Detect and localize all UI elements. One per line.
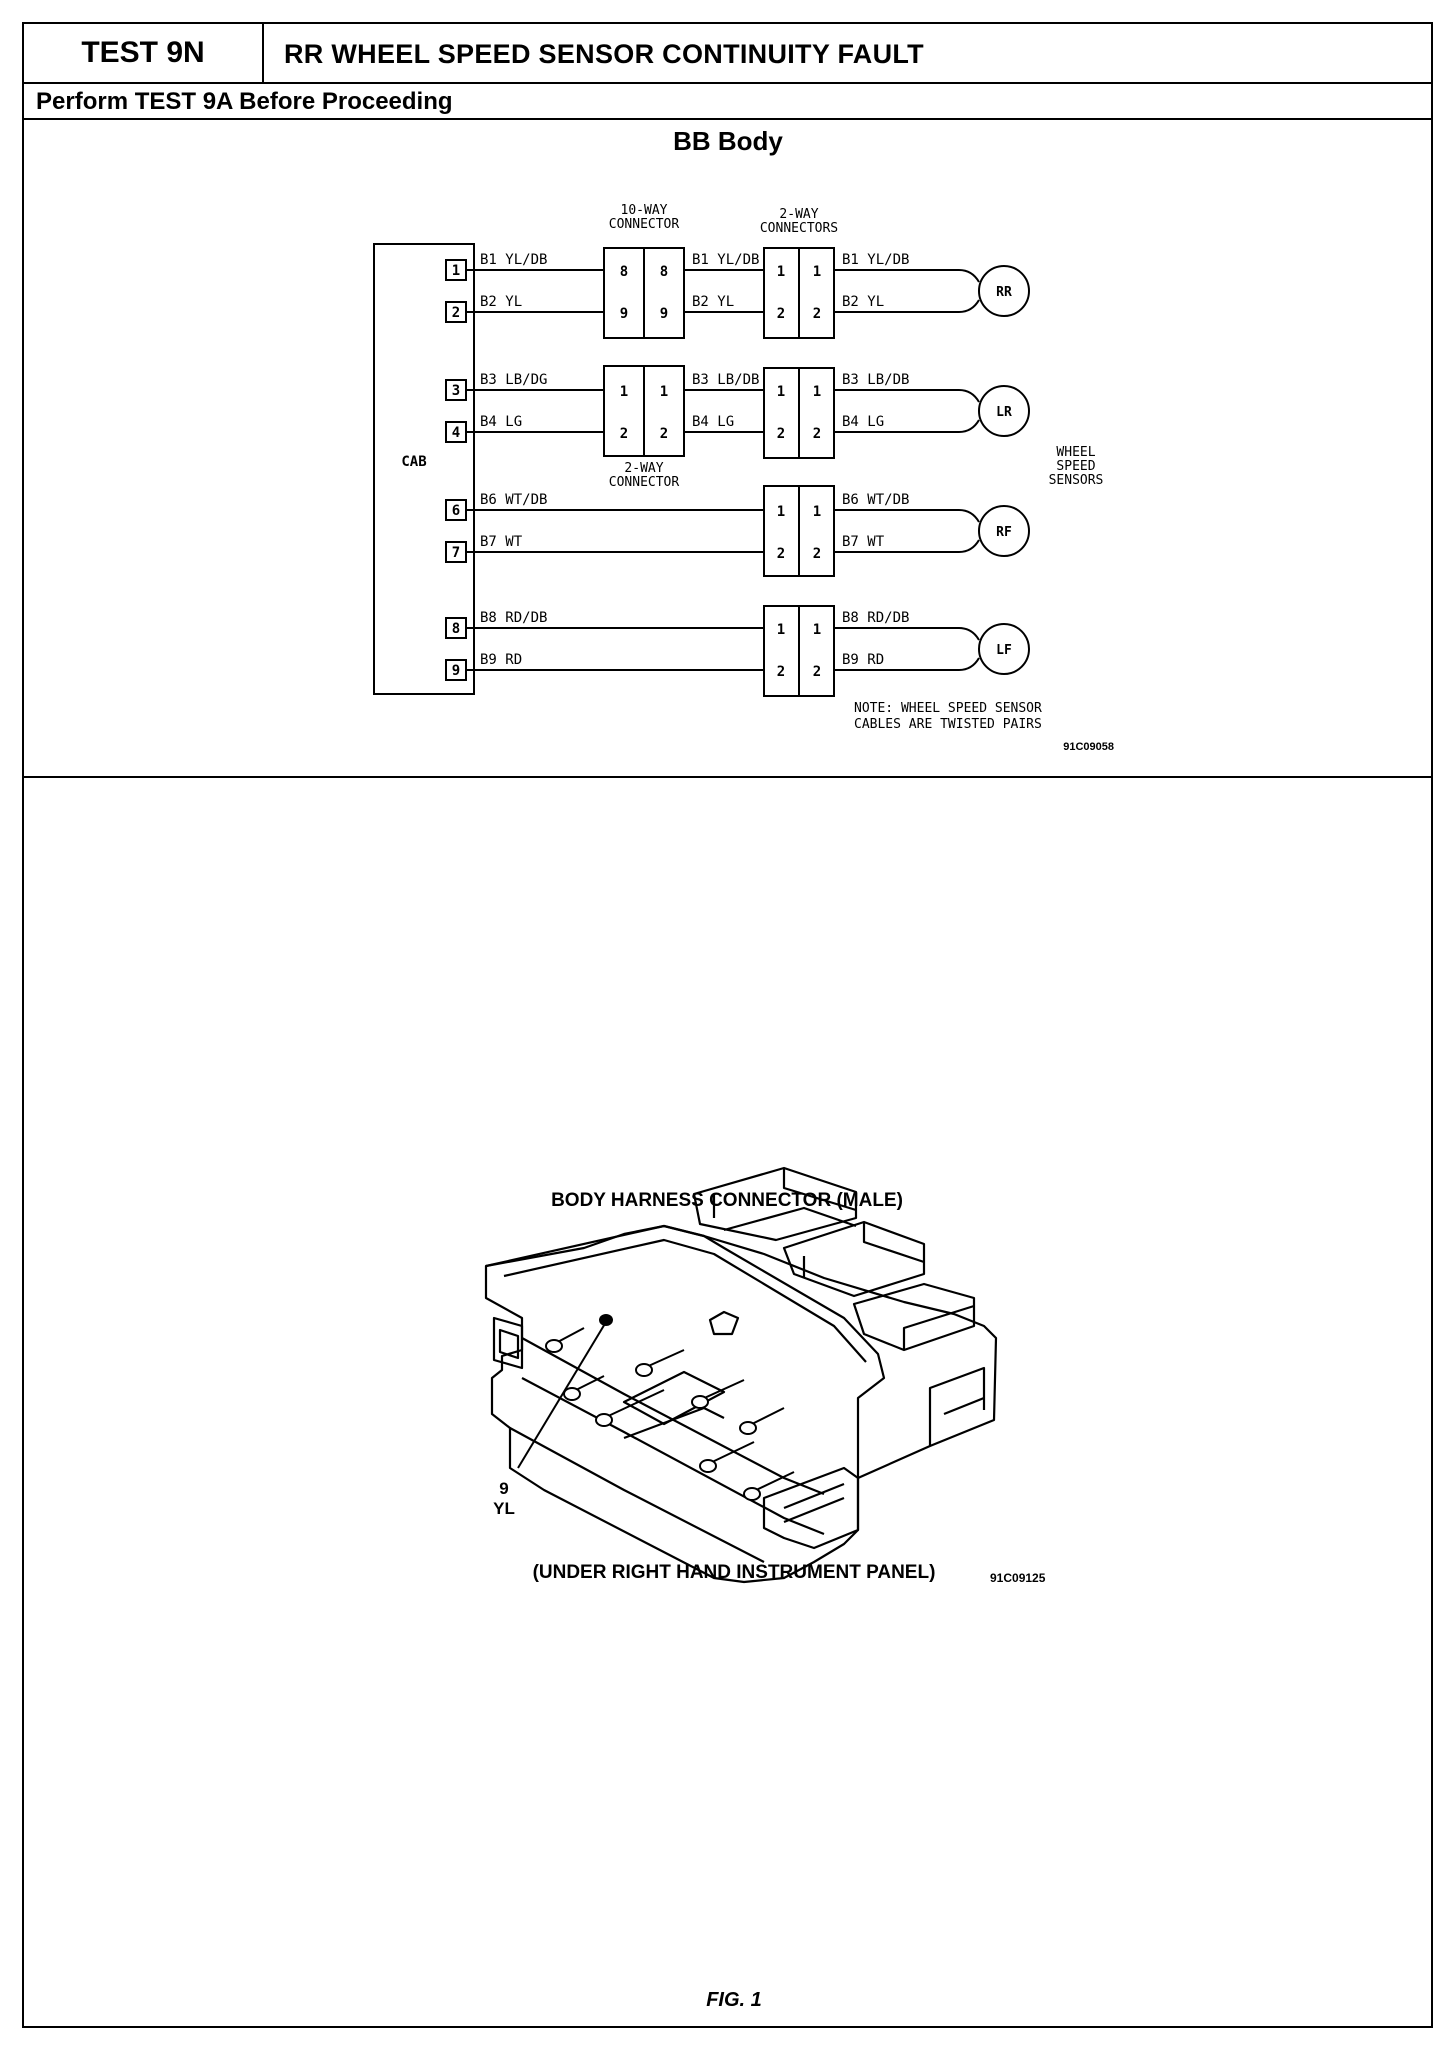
cab-label: CAB bbox=[401, 454, 426, 470]
connector-pin: 2 bbox=[660, 426, 668, 442]
sensors-group-label: SPEED bbox=[1056, 459, 1095, 474]
wire-label: B4 LG bbox=[842, 414, 884, 430]
sensor-label: LF bbox=[996, 643, 1012, 658]
test-number: TEST 9N bbox=[24, 24, 264, 82]
sensors-group-label: WHEEL bbox=[1056, 445, 1095, 460]
connector-figure-panel: BODY HARNESS CONNECTOR (MALE) bbox=[24, 778, 1431, 2028]
wiring-schematic-panel: BB Body CAB 1 2 3 4 6 7 8 9 10-WAY CONNE… bbox=[24, 120, 1431, 778]
connector-pin: 1 bbox=[777, 264, 785, 280]
wire-label: B2 YL bbox=[842, 294, 884, 310]
connector-pin: 1 bbox=[813, 264, 821, 280]
connector-figure: BODY HARNESS CONNECTOR (MALE) bbox=[484, 1166, 1046, 2011]
pin-9-leader-line bbox=[517, 1321, 607, 1469]
wire-label: B8 RD/DB bbox=[842, 610, 909, 626]
wire-label: B2 YL bbox=[480, 294, 522, 310]
cab-pin: 7 bbox=[452, 545, 460, 561]
wire-label: B9 RD bbox=[480, 652, 522, 668]
connector-pin: 9 bbox=[620, 306, 628, 322]
schematic-figure-code: 91C09058 bbox=[1063, 741, 1114, 753]
cab-pin: 1 bbox=[452, 263, 460, 279]
connector-10-way-label: 10-WAY bbox=[621, 203, 668, 218]
connector-figure-title: BODY HARNESS CONNECTOR (MALE) bbox=[551, 1190, 903, 1211]
title-row: TEST 9N RR WHEEL SPEED SENSOR CONTINUITY… bbox=[24, 24, 1431, 84]
connector-pins bbox=[545, 1327, 795, 1501]
wire-label: B6 WT/DB bbox=[842, 492, 909, 508]
connector-pin: 1 bbox=[660, 384, 668, 400]
wire-label: B1 YL/DB bbox=[692, 252, 759, 268]
twisted-pair-note: NOTE: WHEEL SPEED SENSOR bbox=[854, 701, 1042, 716]
connector-pin: 1 bbox=[813, 504, 821, 520]
wire-label: B1 YL/DB bbox=[480, 252, 547, 268]
cab-pin: 4 bbox=[452, 425, 460, 441]
wire-label: B9 RD bbox=[842, 652, 884, 668]
cab-pin: 8 bbox=[452, 621, 460, 637]
twisted-pair-note: CABLES ARE TWISTED PAIRS bbox=[854, 717, 1042, 732]
pin-callout-color: YL bbox=[493, 1499, 515, 1518]
wire-label: B4 LG bbox=[692, 414, 734, 430]
wire-label: B4 LG bbox=[480, 414, 522, 430]
connector-pin: 2 bbox=[777, 426, 785, 442]
connector-pin: 2 bbox=[813, 306, 821, 322]
cab-pin: 9 bbox=[452, 663, 460, 679]
wiring-schematic: BB Body CAB 1 2 3 4 6 7 8 9 10-WAY CONNE… bbox=[373, 126, 1114, 753]
schematic-title: BB Body bbox=[673, 126, 783, 156]
wire-label: B3 LB/DB bbox=[692, 372, 759, 388]
wire-label: B3 LB/DB bbox=[842, 372, 909, 388]
connector-pin: 9 bbox=[660, 306, 668, 322]
wire-label: B6 WT/DB bbox=[480, 492, 547, 508]
connector-pin: 1 bbox=[813, 622, 821, 638]
wire-label: B8 RD/DB bbox=[480, 610, 547, 626]
sensor-rf bbox=[978, 505, 1030, 557]
connector-pin: 2 bbox=[777, 546, 785, 562]
cab-pin: 2 bbox=[452, 305, 460, 321]
sensors-group-label: SENSORS bbox=[1049, 473, 1104, 488]
body-harness-connector-drawing bbox=[484, 1166, 998, 1584]
wire-label: B7 WT bbox=[480, 534, 523, 550]
connector-pin: 1 bbox=[620, 384, 628, 400]
sensor-lf bbox=[978, 623, 1030, 675]
connector-location: (UNDER RIGHT HAND INSTRUMENT PANEL) bbox=[533, 1562, 936, 1583]
connector-pin: 2 bbox=[813, 664, 821, 680]
connector-2-way-label: CONNECTOR bbox=[609, 475, 680, 490]
wire-label: B7 WT bbox=[842, 534, 885, 550]
sensor-label: RR bbox=[996, 285, 1012, 300]
connector-pin: 2 bbox=[813, 546, 821, 562]
connector-pin: 2 bbox=[813, 426, 821, 442]
wire-label: B2 YL bbox=[692, 294, 734, 310]
connector-pin: 2 bbox=[620, 426, 628, 442]
connector-pin: 8 bbox=[620, 264, 628, 280]
sensor-label: LR bbox=[996, 405, 1012, 420]
connector-pin: 1 bbox=[777, 622, 785, 638]
pin-callout-number: 9 bbox=[499, 1479, 508, 1498]
sensor-lr bbox=[978, 385, 1030, 437]
wire-label: B3 LB/DG bbox=[480, 372, 547, 388]
test-page-frame: TEST 9N RR WHEEL SPEED SENSOR CONTINUITY… bbox=[22, 22, 1433, 2028]
pin-9-marker bbox=[599, 1314, 613, 1326]
sensor-label: RF bbox=[996, 525, 1012, 540]
connector-2-way-label: 2-WAY bbox=[624, 461, 663, 476]
connector-10-way-label: CONNECTOR bbox=[609, 217, 680, 232]
cab-pin: 3 bbox=[452, 383, 460, 399]
connector-pin: 1 bbox=[777, 504, 785, 520]
sensor-rr bbox=[978, 265, 1030, 317]
prerequisite-note: Perform TEST 9A Before Proceeding bbox=[24, 84, 1431, 120]
cab-pin: 6 bbox=[452, 503, 460, 519]
connectors-2-way-label: 2-WAY bbox=[779, 207, 818, 222]
connector-pin: 1 bbox=[813, 384, 821, 400]
connector-pin: 2 bbox=[777, 306, 785, 322]
test-title: RR WHEEL SPEED SENSOR CONTINUITY FAULT bbox=[284, 39, 924, 69]
figure-caption: FIG. 1 bbox=[706, 1989, 762, 2011]
connector-pin: 1 bbox=[777, 384, 785, 400]
cab-module bbox=[373, 243, 475, 695]
wire-label: B1 YL/DB bbox=[842, 252, 909, 268]
connector-pin: 8 bbox=[660, 264, 668, 280]
connector-figure-code: 91C09125 bbox=[990, 1571, 1046, 1585]
connectors-2-way-label: CONNECTORS bbox=[760, 221, 838, 236]
connector-pin: 2 bbox=[777, 664, 785, 680]
